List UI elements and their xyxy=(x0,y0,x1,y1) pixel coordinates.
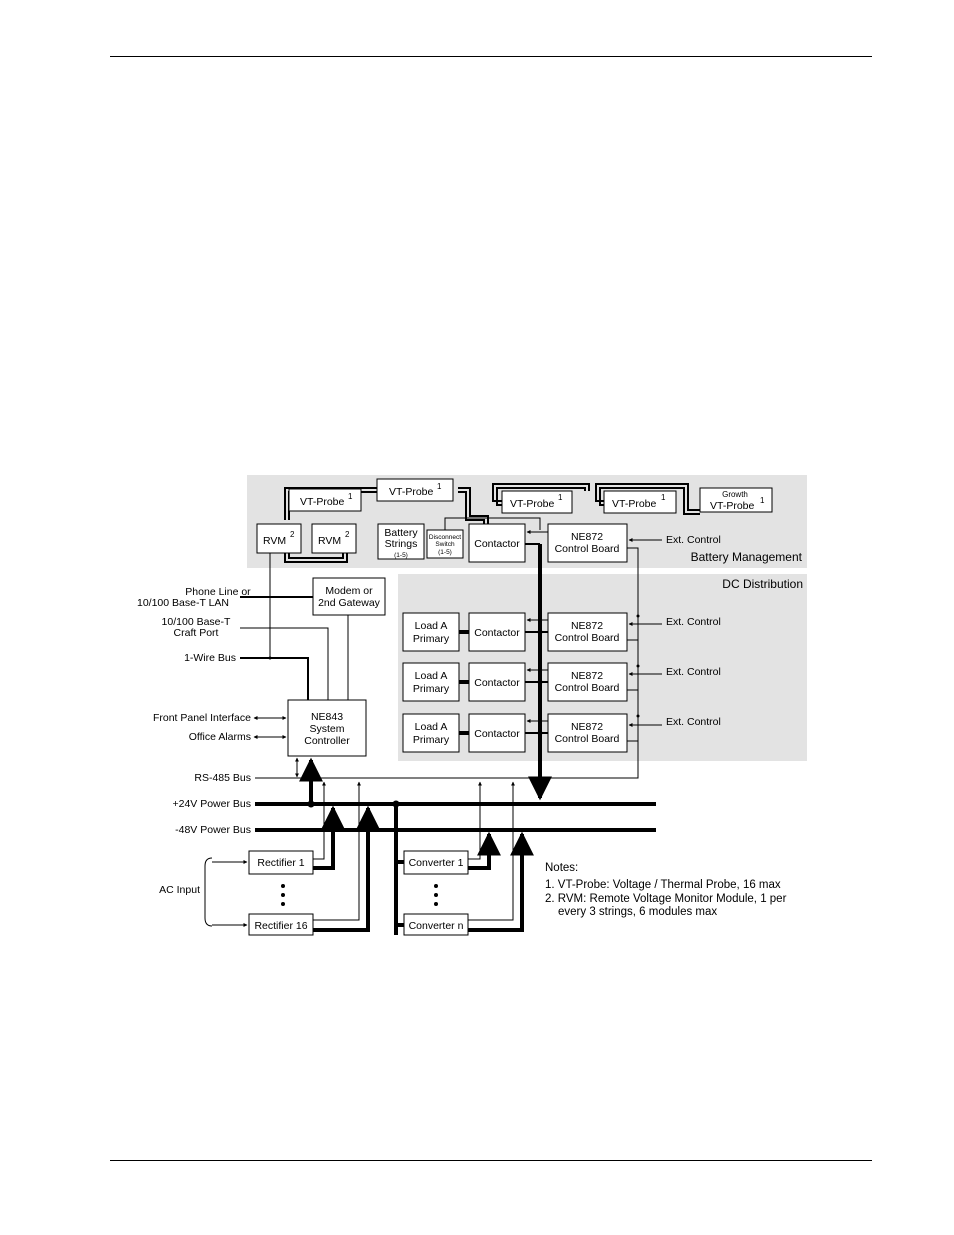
svg-text:Control Board: Control Board xyxy=(555,682,620,694)
svg-text:Controller: Controller xyxy=(304,735,350,747)
contactor-battery: Contactor xyxy=(468,523,526,563)
svg-text:VT-Probe: VT-Probe xyxy=(612,498,657,510)
notes: Notes: 1. VT-Probe: Voltage / Thermal Pr… xyxy=(545,862,787,918)
rectifier-1: Rectifier 1 xyxy=(248,850,314,875)
svg-text:2nd Gateway: 2nd Gateway xyxy=(318,597,381,609)
vt-probe-1: VT-Probe 1 xyxy=(288,488,362,512)
svg-text:Control Board: Control Board xyxy=(555,632,620,644)
svg-text:Primary: Primary xyxy=(413,633,450,645)
svg-text:NE872: NE872 xyxy=(571,670,603,682)
svg-text:1: 1 xyxy=(348,492,353,501)
rvm-2: RVM 2 xyxy=(311,523,357,554)
svg-text:(1-5): (1-5) xyxy=(394,552,408,559)
disconnect-to-contactor-link xyxy=(444,517,541,530)
svg-text:VT-Probe: VT-Probe xyxy=(710,500,755,512)
svg-text:NE843: NE843 xyxy=(311,711,343,723)
svg-text:(1-5): (1-5) xyxy=(438,549,452,556)
svg-text:Strings: Strings xyxy=(385,538,418,550)
phone-line-label-2: 10/100 Base-T LAN xyxy=(137,597,229,609)
svg-text:VT-Probe: VT-Probe xyxy=(389,486,434,498)
disconnect-switch: Disconnect Switch (1-5) xyxy=(426,529,464,559)
svg-text:Load A: Load A xyxy=(415,620,448,632)
svg-text:Rectifier 1: Rectifier 1 xyxy=(257,857,304,869)
svg-text:Ext. Control: Ext. Control xyxy=(666,666,721,678)
craft-port-label-2: Craft Port xyxy=(174,627,219,639)
load-row-2: Load A Primary Contactor NE872 Control B… xyxy=(402,662,721,702)
battery-strings: Battery Strings (1-5) xyxy=(377,523,425,560)
svg-text:RVM: RVM xyxy=(263,535,286,547)
svg-text:Contactor: Contactor xyxy=(474,627,520,639)
svg-text:1. VT-Probe: Voltage / Thermal: 1. VT-Probe: Voltage / Thermal Probe, 16… xyxy=(545,879,781,891)
battery-management-label: Battery Management xyxy=(691,550,803,564)
svg-text:Control Board: Control Board xyxy=(555,733,620,745)
modem-gateway: Modem or 2nd Gateway xyxy=(312,577,386,616)
svg-text:1: 1 xyxy=(437,482,442,491)
svg-text:Disconnect: Disconnect xyxy=(429,534,461,541)
rs485-bus-label: RS-485 Bus xyxy=(194,772,251,784)
svg-text:Converter 1: Converter 1 xyxy=(409,857,464,869)
svg-text:Primary: Primary xyxy=(413,683,450,695)
rs485-bus-line xyxy=(255,547,639,779)
svg-text:Battery: Battery xyxy=(384,527,418,539)
svg-text:Switch: Switch xyxy=(435,541,455,548)
converter-n: Converter n xyxy=(403,913,469,936)
svg-text:2: 2 xyxy=(345,530,350,539)
svg-text:NE872: NE872 xyxy=(571,531,603,543)
svg-text:1: 1 xyxy=(760,496,765,505)
svg-text:Primary: Primary xyxy=(413,734,450,746)
dc-distribution-label: DC Distribution xyxy=(722,577,803,591)
svg-text:2. RVM: Remote Voltage Monitor: 2. RVM: Remote Voltage Monitor Module, 1… xyxy=(545,893,787,905)
svg-text:every 3 strings, 6 modules max: every 3 strings, 6 modules max xyxy=(558,906,717,918)
craft-port-label: 10/100 Base-T xyxy=(162,616,231,628)
front-panel-label: Front Panel Interface xyxy=(153,712,251,724)
svg-text:Contactor: Contactor xyxy=(474,538,520,550)
load-row-3: Load A Primary Contactor NE872 Control B… xyxy=(402,713,721,753)
vt-probe-3: VT-Probe 1 xyxy=(501,490,573,514)
rectifier-16: Rectifier 16 xyxy=(248,913,314,936)
footer-rule xyxy=(110,1160,872,1161)
header-rule xyxy=(110,56,872,57)
svg-text:Contactor: Contactor xyxy=(474,677,520,689)
svg-text:1: 1 xyxy=(661,493,666,502)
svg-text:Contactor: Contactor xyxy=(474,728,520,740)
svg-text:Notes:: Notes: xyxy=(545,862,578,874)
rvm-1: RVM 2 xyxy=(256,523,302,554)
svg-text:Converter n: Converter n xyxy=(409,920,464,932)
ext-control-label: Ext. Control xyxy=(666,534,721,546)
svg-text:NE872: NE872 xyxy=(571,620,603,632)
svg-text:Ext. Control: Ext. Control xyxy=(666,616,721,628)
svg-text:1: 1 xyxy=(558,493,563,502)
bus-48v-label: -48V Power Bus xyxy=(175,824,251,836)
phone-line-label: Phone Line or xyxy=(185,586,251,598)
svg-text:NE872: NE872 xyxy=(571,721,603,733)
svg-text:VT-Probe: VT-Probe xyxy=(300,496,345,508)
vt-probe-2: VT-Probe 1 xyxy=(376,478,454,502)
vt-probe-growth: Growth VT-Probe 1 xyxy=(699,487,773,513)
svg-text:Control Board: Control Board xyxy=(555,543,620,555)
svg-text:Growth: Growth xyxy=(722,490,748,499)
svg-text:RVM: RVM xyxy=(318,535,341,547)
svg-text:Ext. Control: Ext. Control xyxy=(666,716,721,728)
svg-text:Modem or: Modem or xyxy=(325,585,373,597)
bus-24v-label: +24V Power Bus xyxy=(172,798,251,810)
svg-text:Load A: Load A xyxy=(415,670,448,682)
ac-input-label: AC Input xyxy=(159,884,200,896)
svg-text:2: 2 xyxy=(290,530,295,539)
vt-probe-wiring xyxy=(284,483,700,563)
office-alarms-label: Office Alarms xyxy=(189,731,251,743)
vt-probe-4: VT-Probe 1 xyxy=(603,490,677,514)
ne843-system-controller: NE843 System Controller xyxy=(287,699,367,757)
svg-text:System: System xyxy=(309,723,344,735)
converter-1: Converter 1 xyxy=(403,850,469,875)
one-wire-bus-label: 1-Wire Bus xyxy=(184,652,236,664)
svg-text:VT-Probe: VT-Probe xyxy=(510,498,555,510)
load-row-1: Load A Primary Contactor NE872 Control B… xyxy=(402,612,721,652)
svg-text:Rectifier 16: Rectifier 16 xyxy=(254,920,307,932)
ne872-battery-control-board: NE872 Control Board xyxy=(547,523,628,563)
svg-text:Load A: Load A xyxy=(415,721,448,733)
